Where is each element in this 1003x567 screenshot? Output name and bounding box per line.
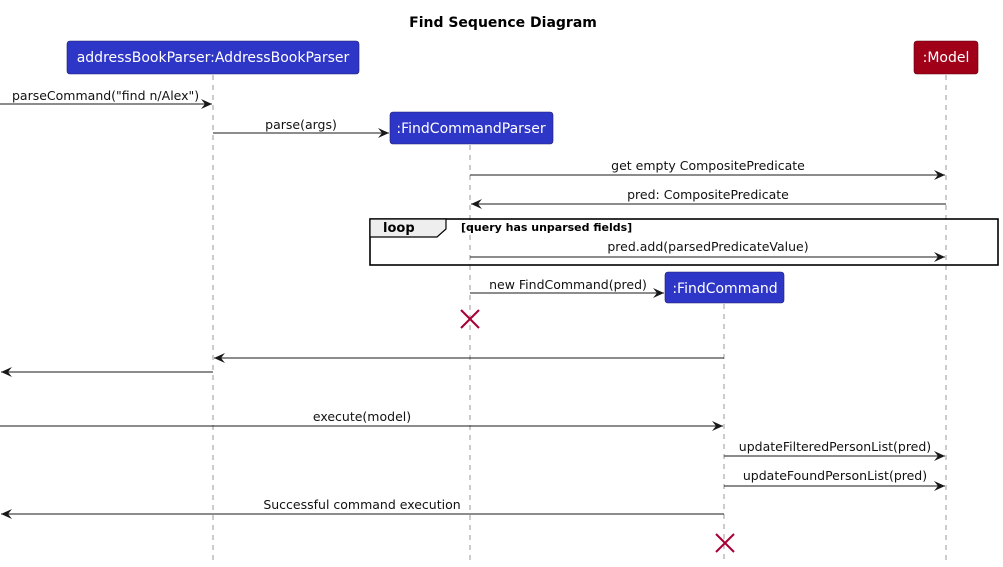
- arrow-head: [653, 288, 664, 298]
- arrow-head: [934, 451, 945, 461]
- message-pred-add: pred.add(parsedPredicateValue): [470, 239, 945, 262]
- message-label: updateFoundPersonList(pred): [743, 468, 927, 483]
- message-label: parse(args): [265, 117, 337, 132]
- arrow-head: [1, 509, 12, 519]
- message-label: pred.add(parsedPredicateValue): [607, 239, 808, 254]
- message-get-empty-predicate: get empty CompositePredicate: [470, 158, 945, 180]
- participant-address-book-parser: addressBookParser:AddressBookParser: [66, 40, 360, 75]
- arrow-head: [934, 481, 945, 491]
- message-return-predicate: pred: CompositePredicate: [471, 187, 946, 209]
- participant-label: :FindCommandParser: [396, 121, 545, 137]
- message-new-find-command: new FindCommand(pred): [470, 277, 664, 298]
- arrow-head: [1, 367, 12, 377]
- participant-label: addressBookParser:AddressBookParser: [77, 50, 350, 66]
- participant-box: [664, 271, 785, 304]
- message-parse-command: parseCommand("find n/Alex"): [0, 88, 212, 109]
- participant-box: [913, 40, 979, 75]
- participant-box: [389, 111, 554, 145]
- arrow-head: [201, 99, 212, 109]
- participant-label: :FindCommand: [672, 281, 777, 297]
- participant-find-command-parser: :FindCommandParser: [389, 111, 554, 145]
- destroy-stroke: [460, 309, 480, 329]
- message-label: new FindCommand(pred): [489, 277, 647, 292]
- participant-box: [66, 40, 360, 75]
- diagram-title: Find Sequence Diagram: [409, 15, 597, 31]
- destroy-find-command-parser: [460, 309, 480, 329]
- arrow-head: [712, 421, 723, 431]
- loop-border: [369, 218, 999, 266]
- message-execute: execute(model): [0, 409, 723, 431]
- message-return-outside: [1, 367, 213, 377]
- message-update-found: updateFoundPersonList(pred): [724, 468, 945, 491]
- message-label: execute(model): [313, 409, 411, 424]
- message-label: parseCommand("find n/Alex"): [12, 88, 199, 103]
- message-label: pred: CompositePredicate: [627, 187, 789, 202]
- participant-find-command: :FindCommand: [664, 271, 785, 304]
- loop-frame: loop [query has unparsed fields]: [369, 218, 999, 266]
- message-parse-args: parse(args): [213, 117, 389, 138]
- arrow-head: [471, 199, 482, 209]
- destroy-find-command: [715, 533, 735, 553]
- arrow-head: [378, 128, 389, 138]
- arrow-head: [934, 252, 945, 262]
- participant-model: :Model: [913, 40, 979, 75]
- message-label: get empty CompositePredicate: [611, 158, 805, 173]
- destroy-stroke: [715, 533, 735, 553]
- loop-guard: [query has unparsed fields]: [461, 221, 632, 234]
- message-return-command: [214, 353, 724, 363]
- message-update-filtered: updateFilteredPersonList(pred): [724, 439, 945, 461]
- loop-tab: [369, 218, 447, 238]
- arrow-head: [934, 170, 945, 180]
- loop-keyword: loop: [383, 221, 415, 236]
- message-label: Successful command execution: [263, 497, 460, 512]
- arrow-head: [214, 353, 225, 363]
- participant-label: :Model: [923, 50, 970, 66]
- message-successful-execution: Successful command execution: [1, 497, 724, 519]
- message-label: updateFilteredPersonList(pred): [739, 439, 931, 454]
